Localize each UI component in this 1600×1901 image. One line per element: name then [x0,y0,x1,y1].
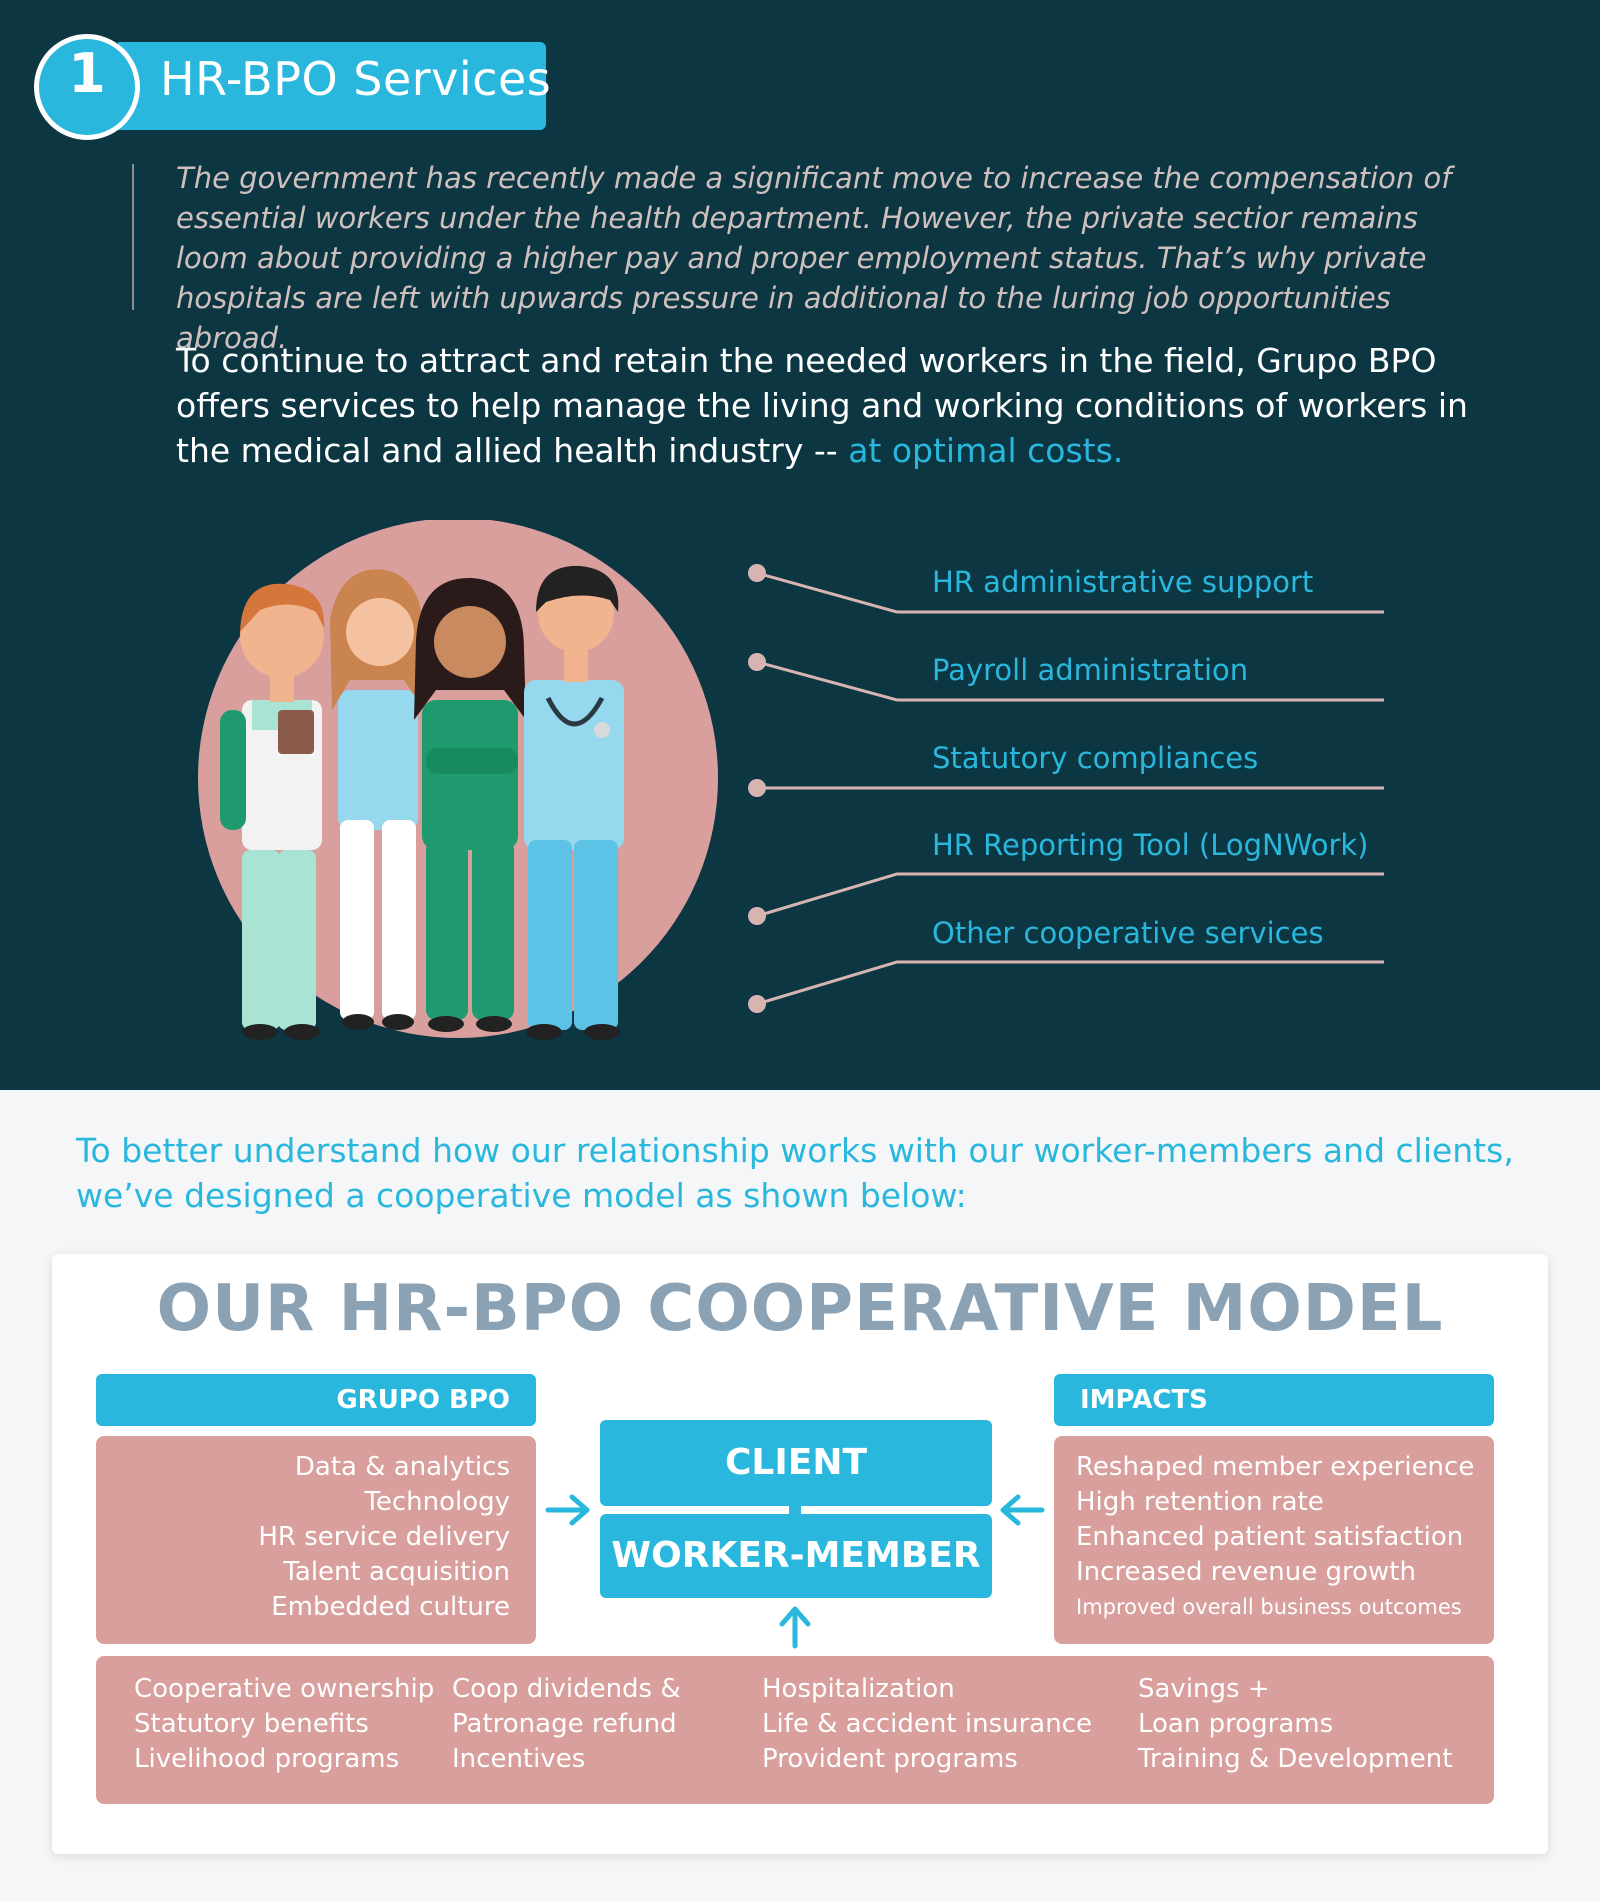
benefits-column-2: Coop dividends & Patronage refund Incent… [452,1672,681,1777]
list-item: Talent acquisition [283,1557,510,1587]
quote-text: The government has recently made a signi… [176,161,1452,355]
list-item: Statutory benefits [134,1709,369,1739]
section-title: HR-BPO Services [160,52,552,106]
list-item: Savings + [1138,1674,1270,1704]
worker-man-left-icon [220,583,325,1040]
service-statutory-compliances: Statutory compliances [932,741,1259,775]
service-other-cooperative: Other cooperative services [932,916,1324,950]
impacts-header: IMPACTS [1054,1374,1494,1426]
list-item: Data & analytics [294,1452,510,1482]
list-item: Patronage refund [452,1709,677,1739]
list-item: Training & Development [1138,1744,1453,1774]
list-item: Enhanced patient satisfaction [1076,1522,1464,1552]
list-item: Improved overall business outcomes [1076,1595,1462,1619]
benefits-column-3: Hospitalization Life & accident insuranc… [762,1672,1092,1777]
list-item: Coop dividends & [452,1674,681,1704]
grupo-bpo-box [96,1436,536,1644]
model-title: OUR HR-BPO COOPERATIVE MODEL [156,1272,1444,1346]
service-hr-admin-support: HR administrative support [932,565,1314,599]
healthcare-workers-illustration [198,520,718,1040]
cooperative-model-intro: To better understand how our relationshi… [76,1131,1514,1215]
list-item: Livelihood programs [134,1744,400,1774]
worker-man-right-icon [524,565,624,1040]
lead-text: To continue to attract and retain the ne… [176,341,1468,470]
member-benefits-box [96,1656,1494,1804]
worker-woman-green-icon [414,577,526,1032]
impacts-list: Reshaped member experience High retentio… [1076,1450,1490,1625]
impacts-box [1054,1436,1494,1644]
list-item: Incentives [452,1744,586,1774]
client-worker-joiner [789,1504,801,1516]
section-number: 1 [68,42,106,105]
quote-rule [132,164,134,310]
list-item: Provident programs [762,1744,1018,1774]
list-item: Increased revenue growth [1076,1557,1416,1587]
list-item: Loan programs [1138,1709,1334,1739]
list-item: Embedded culture [271,1592,510,1622]
client-box: CLIENT [600,1420,992,1506]
worker-woman-light-blue-icon [330,569,424,1030]
grupo-bpo-header: GRUPO BPO [96,1374,536,1426]
section-number-badge [34,34,140,140]
lead-highlight: at optimal costs. [848,431,1124,470]
list-item: High retention rate [1076,1487,1324,1517]
list-item: Life & accident insurance [762,1709,1092,1739]
service-payroll-administration: Payroll administration [932,653,1249,687]
lead-paragraph: To continue to attract and retain the ne… [176,338,1476,473]
list-item: HR service delivery [258,1522,510,1552]
list-item: Reshaped member experience [1076,1452,1475,1482]
section-title-banner [118,42,546,130]
service-hr-reporting-tool: HR Reporting Tool (LogNWork) [932,828,1369,862]
benefits-column-4: Savings + Loan programs Training & Devel… [1138,1672,1452,1777]
benefits-column-1: Cooperative ownership Statutory benefits… [134,1672,434,1777]
list-item: Technology [364,1487,510,1517]
worker-member-box: WORKER-MEMBER [600,1514,992,1598]
list-item: Cooperative ownership [134,1674,435,1704]
grupo-bpo-list: Data & analytics Technology HR service d… [96,1450,510,1625]
list-item: Hospitalization [762,1674,955,1704]
